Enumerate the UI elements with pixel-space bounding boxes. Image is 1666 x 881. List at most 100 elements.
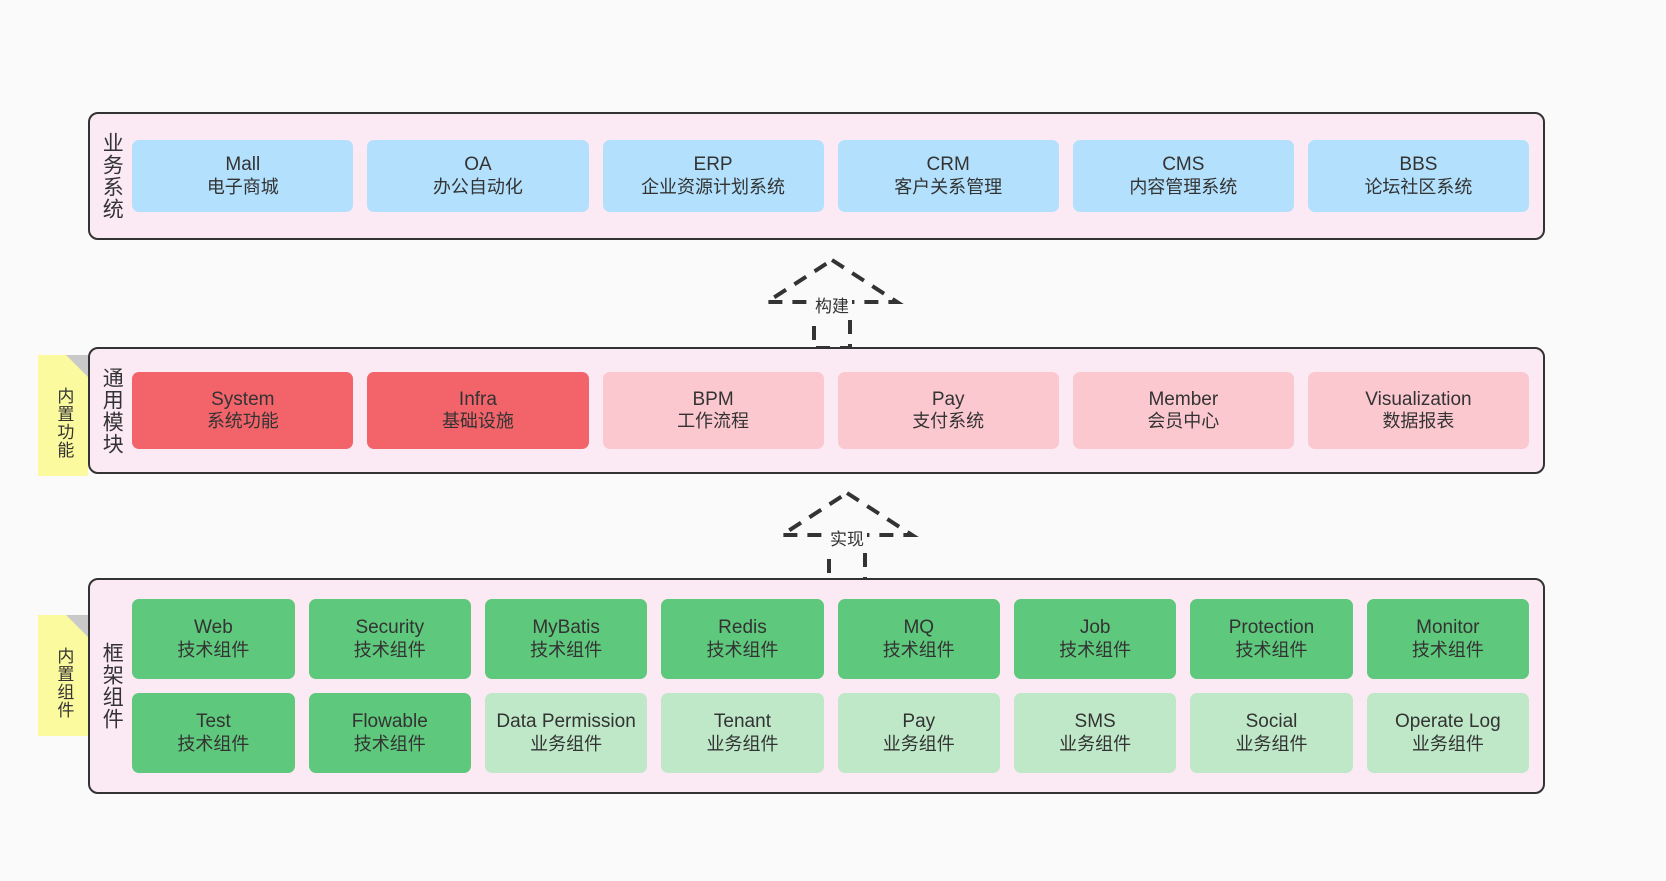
card-bpm[interactable]: BPM 工作流程 bbox=[602, 372, 824, 449]
card-data-permission-title: Data Permission bbox=[496, 711, 636, 733]
card-mybatis-title: MyBatis bbox=[532, 617, 600, 639]
card-protection-title: Protection bbox=[1228, 617, 1315, 639]
framework-card-grid: Web 技术组件 Security 技术组件 MyBatis 技术组件 Redi… bbox=[128, 580, 1543, 792]
layer-title-business: 业务系统 bbox=[100, 132, 124, 220]
card-mq[interactable]: MQ 技术组件 bbox=[837, 599, 1000, 679]
card-bpm-title: BPM bbox=[692, 388, 734, 410]
arrow-build-glyph bbox=[760, 257, 904, 350]
card-mybatis[interactable]: MyBatis 技术组件 bbox=[484, 599, 648, 679]
layer-business-systems: 业务系统 Mall 电子商城 OA 办公自动化 ERP 企业资源计划系统 CRM… bbox=[88, 112, 1545, 240]
card-job-title: Job bbox=[1079, 617, 1111, 639]
sticky-fold-corner-icon bbox=[66, 615, 88, 637]
card-oa[interactable]: OA 办公自动化 bbox=[367, 140, 589, 212]
card-erp-title: ERP bbox=[693, 154, 733, 176]
card-cms[interactable]: CMS 内容管理系统 bbox=[1072, 140, 1294, 212]
card-web-subtitle: 技术组件 bbox=[177, 639, 250, 660]
card-bbs[interactable]: BBS 论坛社区系统 bbox=[1307, 140, 1529, 212]
layer-common-modules: 通用模块 System 系统功能 Infra 基础设施 BPM 工作流程 Pay… bbox=[88, 347, 1545, 474]
card-operate-log-title: Operate Log bbox=[1395, 711, 1501, 733]
card-mq-subtitle: 技术组件 bbox=[882, 639, 955, 660]
card-redis-subtitle: 技术组件 bbox=[706, 639, 779, 660]
card-security-title: Security bbox=[355, 617, 425, 639]
card-tenant[interactable]: Tenant 业务组件 bbox=[661, 693, 824, 773]
card-member-subtitle: 会员中心 bbox=[1147, 411, 1220, 432]
card-redis[interactable]: Redis 技术组件 bbox=[661, 599, 824, 679]
card-web-title: Web bbox=[194, 617, 233, 639]
arrow-implement-glyph bbox=[775, 490, 919, 583]
modules-card-list: System 系统功能 Infra 基础设施 BPM 工作流程 Pay 支付系统… bbox=[128, 349, 1543, 472]
card-erp-subtitle: 企业资源计划系统 bbox=[641, 176, 786, 197]
card-job[interactable]: Job 技术组件 bbox=[1013, 599, 1177, 679]
layer-title-modules: 通用模块 bbox=[100, 366, 124, 455]
card-mybatis-subtitle: 技术组件 bbox=[530, 639, 603, 660]
card-job-subtitle: 技术组件 bbox=[1059, 639, 1132, 660]
card-sms-title: SMS bbox=[1074, 711, 1116, 733]
card-crm-title: CRM bbox=[926, 154, 970, 176]
card-protection-subtitle: 技术组件 bbox=[1235, 639, 1308, 660]
card-bbs-subtitle: 论坛社区系统 bbox=[1364, 176, 1473, 197]
card-sms-subtitle: 业务组件 bbox=[1059, 733, 1132, 754]
framework-row-business: Test 技术组件 Flowable 技术组件 Data Permission … bbox=[132, 693, 1529, 773]
card-web[interactable]: Web 技术组件 bbox=[132, 599, 295, 679]
card-bbs-title: BBS bbox=[1399, 154, 1438, 176]
card-monitor[interactable]: Monitor 技术组件 bbox=[1366, 599, 1529, 679]
card-flowable[interactable]: Flowable 技术组件 bbox=[308, 693, 471, 773]
card-visualization-title: Visualization bbox=[1365, 388, 1472, 410]
card-pay-module[interactable]: Pay 支付系统 bbox=[837, 372, 1059, 449]
card-infra-title: Infra bbox=[458, 388, 497, 410]
card-protection[interactable]: Protection 技术组件 bbox=[1190, 599, 1353, 679]
card-data-permission[interactable]: Data Permission 业务组件 bbox=[484, 693, 648, 773]
sticky-note-builtin-components-label: 内置组件 bbox=[54, 646, 74, 719]
card-pay-component[interactable]: Pay 业务组件 bbox=[837, 693, 1000, 773]
card-system[interactable]: System 系统功能 bbox=[132, 372, 354, 449]
card-member[interactable]: Member 会员中心 bbox=[1072, 372, 1294, 449]
card-pay-module-title: Pay bbox=[931, 388, 965, 410]
card-operate-log-subtitle: 业务组件 bbox=[1411, 733, 1484, 754]
card-sms[interactable]: SMS 业务组件 bbox=[1013, 693, 1177, 773]
card-social[interactable]: Social 业务组件 bbox=[1190, 693, 1353, 773]
card-monitor-subtitle: 技术组件 bbox=[1411, 639, 1484, 660]
card-social-title: Social bbox=[1245, 711, 1298, 733]
sticky-note-builtin-components: 内置组件 bbox=[38, 615, 88, 736]
card-flowable-title: Flowable bbox=[351, 711, 428, 733]
sticky-fold-corner-icon bbox=[66, 355, 88, 377]
arrow-implement: 实现 bbox=[772, 489, 922, 585]
card-flowable-subtitle: 技术组件 bbox=[353, 733, 426, 754]
card-security[interactable]: Security 技术组件 bbox=[308, 599, 471, 679]
card-mq-title: MQ bbox=[903, 617, 935, 639]
card-test-subtitle: 技术组件 bbox=[177, 733, 250, 754]
card-infra-subtitle: 基础设施 bbox=[441, 411, 514, 432]
card-test[interactable]: Test 技术组件 bbox=[132, 693, 295, 773]
card-erp[interactable]: ERP 企业资源计划系统 bbox=[602, 140, 824, 212]
card-visualization[interactable]: Visualization 数据报表 bbox=[1307, 372, 1529, 449]
layer-framework-components: 框架组件 Web 技术组件 Security 技术组件 MyBatis 技术组件… bbox=[88, 578, 1545, 794]
card-crm-subtitle: 客户关系管理 bbox=[894, 176, 1003, 197]
card-mall-title: Mall bbox=[225, 154, 261, 176]
arrow-build: 构建 bbox=[757, 256, 907, 352]
card-tenant-title: Tenant bbox=[713, 711, 771, 733]
card-social-subtitle: 业务组件 bbox=[1235, 733, 1308, 754]
framework-row-technical: Web 技术组件 Security 技术组件 MyBatis 技术组件 Redi… bbox=[132, 599, 1529, 679]
card-crm[interactable]: CRM 客户关系管理 bbox=[837, 140, 1059, 212]
card-operate-log[interactable]: Operate Log 业务组件 bbox=[1366, 693, 1529, 773]
sticky-note-builtin-features-label: 内置功能 bbox=[54, 386, 74, 459]
card-bpm-subtitle: 工作流程 bbox=[677, 411, 750, 432]
card-tenant-subtitle: 业务组件 bbox=[706, 733, 779, 754]
arrow-implement-label: 实现 bbox=[827, 525, 867, 550]
card-infra[interactable]: Infra 基础设施 bbox=[367, 372, 589, 449]
card-pay-component-subtitle: 业务组件 bbox=[882, 733, 955, 754]
card-oa-subtitle: 办公自动化 bbox=[432, 176, 523, 197]
layer-title-framework: 框架组件 bbox=[100, 642, 124, 730]
card-pay-module-subtitle: 支付系统 bbox=[912, 411, 985, 432]
card-mall-subtitle: 电子商城 bbox=[206, 176, 279, 197]
card-redis-title: Redis bbox=[718, 617, 767, 639]
card-cms-title: CMS bbox=[1162, 154, 1205, 176]
card-pay-component-title: Pay bbox=[902, 711, 936, 733]
card-system-subtitle: 系统功能 bbox=[206, 411, 279, 432]
card-mall[interactable]: Mall 电子商城 bbox=[132, 140, 354, 212]
sticky-note-builtin-features: 内置功能 bbox=[38, 355, 88, 476]
card-visualization-subtitle: 数据报表 bbox=[1382, 411, 1455, 432]
arrow-build-label: 构建 bbox=[812, 292, 852, 317]
card-oa-title: OA bbox=[464, 154, 492, 176]
